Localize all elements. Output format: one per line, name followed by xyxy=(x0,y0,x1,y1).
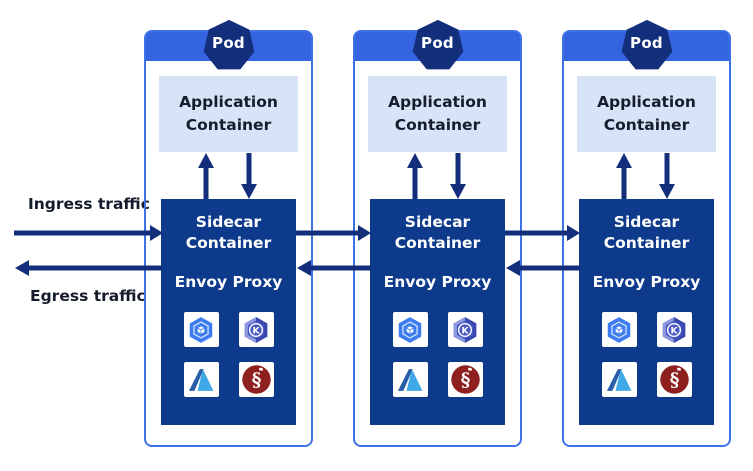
envoy-proxy-label: Envoy Proxy xyxy=(174,273,283,291)
sidecar-container-label: Sidecar Container xyxy=(603,213,690,252)
pod-2-application-container-box: Application Container xyxy=(368,76,507,152)
service-mesh-icon-grid xyxy=(370,312,505,397)
application-container-label: Application Container xyxy=(388,93,487,134)
kubernetes-k-hexagon-icon xyxy=(447,312,483,347)
pod-3: Pod Application Container Sidecar Contai… xyxy=(562,30,731,447)
pod-3-sidecar-container-box: Sidecar Container Envoy Proxy xyxy=(579,199,714,425)
service-mesh-icon-grid xyxy=(579,312,714,397)
kubernetes-k-hexagon-icon xyxy=(656,312,692,347)
pod-2-sidecar-container-box: Sidecar Container Envoy Proxy xyxy=(370,199,505,425)
pod-1: Pod Application Container Sidecar Contai… xyxy=(144,30,313,447)
pod-3-application-container-box: Application Container xyxy=(577,76,716,152)
pod-2-title: Pod xyxy=(421,34,454,52)
envoy-proxy-label: Envoy Proxy xyxy=(383,273,492,291)
egress-arrow-sidecar1-to-edge xyxy=(15,260,162,276)
service-mesh-icon-grid xyxy=(161,312,296,397)
azure-icon xyxy=(183,362,219,397)
red-dragon-emblem-icon xyxy=(238,362,274,397)
gke-hexagon-icon xyxy=(392,312,428,347)
sidecar-container-label: Sidecar Container xyxy=(394,213,481,252)
azure-icon xyxy=(392,362,428,397)
sidecar-container-label: Sidecar Container xyxy=(185,213,272,252)
pod-3-title: Pod xyxy=(630,34,663,52)
kubernetes-k-hexagon-icon xyxy=(238,312,274,347)
pod-1-application-container-box: Application Container xyxy=(159,76,298,152)
application-container-label: Application Container xyxy=(597,93,696,134)
pod-1-sidecar-container-box: Sidecar Container Envoy Proxy xyxy=(161,199,296,425)
gke-hexagon-icon xyxy=(183,312,219,347)
pod-2: Pod Application Container Sidecar Contai… xyxy=(353,30,522,447)
gke-hexagon-icon xyxy=(601,312,637,347)
pod-1-title: Pod xyxy=(212,34,245,52)
red-dragon-emblem-icon xyxy=(447,362,483,397)
ingress-traffic-label: Ingress traffic xyxy=(28,195,150,213)
ingress-arrow-edge-to-sidecar1 xyxy=(14,225,163,241)
azure-icon xyxy=(601,362,637,397)
application-container-label: Application Container xyxy=(179,93,278,134)
envoy-proxy-label: Envoy Proxy xyxy=(592,273,701,291)
egress-traffic-label: Egress traffic xyxy=(30,287,146,305)
red-dragon-emblem-icon xyxy=(656,362,692,397)
